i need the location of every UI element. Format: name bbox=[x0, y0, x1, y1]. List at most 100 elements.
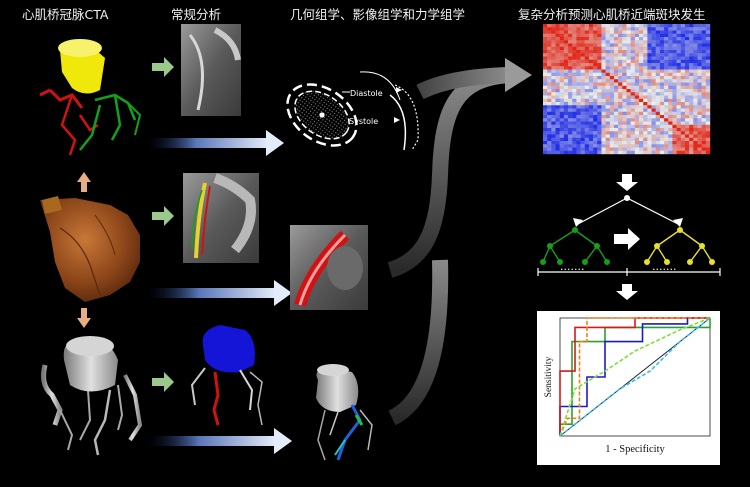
heatmap-cell bbox=[559, 144, 565, 148]
heatmap-cell bbox=[676, 95, 681, 99]
heatmap-cell bbox=[555, 124, 560, 129]
heatmap-cell bbox=[639, 144, 644, 148]
heatmap-cell bbox=[576, 121, 581, 125]
heatmap-cell bbox=[639, 102, 644, 106]
heatmap-cell bbox=[551, 89, 556, 93]
heatmap-cell bbox=[605, 46, 611, 51]
heatmap-cell bbox=[588, 131, 594, 135]
heatmap-cell bbox=[555, 43, 560, 47]
heatmap-cell bbox=[672, 131, 677, 135]
heatmap-cell bbox=[676, 46, 681, 51]
heatmap-cell bbox=[643, 43, 648, 47]
heatmap-cell bbox=[697, 37, 702, 41]
heatmap-cell bbox=[659, 46, 665, 51]
heatmap-cell bbox=[580, 137, 585, 142]
heatmap-cell bbox=[701, 40, 707, 44]
heatmap-cell bbox=[559, 33, 565, 38]
heatmap-cell bbox=[689, 59, 694, 64]
heatmap-cell bbox=[618, 141, 623, 145]
heatmap-cell bbox=[680, 92, 686, 96]
heatmap-cell bbox=[630, 121, 636, 125]
heatmap-cell bbox=[659, 63, 665, 67]
heatmap-cell bbox=[576, 108, 581, 112]
heatmap-cell bbox=[601, 137, 606, 142]
heatmap-cell bbox=[676, 27, 681, 31]
heatmap-cell bbox=[568, 124, 573, 129]
heatmap-cell bbox=[580, 89, 585, 93]
heatmap-cell bbox=[588, 50, 594, 54]
heatmap-cell bbox=[613, 147, 619, 151]
heatmap-cell bbox=[651, 24, 656, 28]
heatmap-cell bbox=[563, 118, 569, 122]
heatmap-cell bbox=[693, 134, 698, 138]
heatmap-cell bbox=[597, 131, 602, 135]
heatmap-cell bbox=[676, 111, 681, 116]
heatmap-cell bbox=[618, 79, 623, 83]
heatmap-cell bbox=[668, 150, 673, 155]
systole-label: Systole bbox=[349, 117, 378, 126]
heatmap-cell bbox=[568, 147, 573, 151]
heatmap-cell bbox=[605, 53, 611, 57]
heatmap-cell bbox=[659, 85, 665, 90]
heatmap-cell bbox=[655, 27, 661, 31]
heatmap-cell bbox=[593, 59, 598, 64]
heatmap-cell bbox=[630, 66, 636, 70]
heatmap-cell bbox=[568, 121, 573, 125]
heatmap-cell bbox=[655, 95, 661, 99]
heatmap-cell bbox=[613, 69, 619, 73]
heatmap-cell bbox=[672, 69, 677, 73]
heatmap-cell bbox=[655, 66, 661, 70]
heatmap-cell bbox=[593, 24, 598, 28]
heatmap-cell bbox=[563, 76, 569, 80]
heatmap-cell bbox=[651, 121, 656, 125]
heatmap-cell bbox=[672, 82, 677, 86]
heatmap-cell bbox=[568, 144, 573, 148]
heatmap-cell bbox=[563, 121, 569, 125]
heatmap-cell bbox=[584, 72, 590, 77]
heatmap-cell bbox=[601, 82, 606, 86]
ct-image-routine bbox=[181, 24, 241, 116]
heatmap-cell bbox=[680, 56, 686, 60]
heatmap-cell bbox=[618, 89, 623, 93]
heatmap-cell bbox=[701, 72, 707, 77]
heatmap-cell bbox=[613, 124, 619, 129]
roc-chart: 1 - Specificity Sensitivity bbox=[537, 311, 720, 465]
heatmap-cell bbox=[684, 92, 690, 96]
heatmap-cell bbox=[551, 144, 556, 148]
heatmap-cell bbox=[559, 76, 565, 80]
heatmap-cell bbox=[605, 134, 611, 138]
heatmap-cell bbox=[543, 134, 548, 138]
heatmap-cell bbox=[655, 79, 661, 83]
heatmap-cell bbox=[580, 63, 585, 67]
heatmap-cell bbox=[563, 98, 569, 103]
heatmap-cell bbox=[668, 128, 673, 132]
heatmap-cell bbox=[576, 69, 581, 73]
heatmap-cell bbox=[622, 85, 627, 90]
heatmap-cell bbox=[547, 53, 552, 57]
heatmap-cell bbox=[559, 137, 565, 142]
heatmap-cell bbox=[576, 134, 581, 138]
heatmap-cell bbox=[605, 33, 611, 38]
ct-image-segmented bbox=[290, 225, 368, 310]
heatmap-cell bbox=[555, 33, 560, 38]
heatmap-cell bbox=[572, 63, 577, 67]
heatmap-cell bbox=[609, 79, 615, 83]
heatmap-cell bbox=[672, 98, 677, 103]
heatmap-cell bbox=[597, 118, 602, 122]
heatmap-cell bbox=[705, 56, 711, 60]
heatmap-cell bbox=[568, 66, 573, 70]
heatmap-cell bbox=[689, 134, 694, 138]
heatmap-cell bbox=[684, 147, 690, 151]
heatmap-cell bbox=[601, 102, 606, 106]
heatmap-cell bbox=[664, 115, 669, 119]
heatmap-cell bbox=[547, 27, 552, 31]
heatmap-cell bbox=[601, 105, 606, 109]
heatmap-cell bbox=[684, 150, 690, 155]
heatmap-cell bbox=[647, 69, 652, 73]
heatmap-cell bbox=[684, 144, 690, 148]
heatmap-cell bbox=[634, 137, 640, 142]
heatmap-cell bbox=[655, 56, 661, 60]
heatmap-cell bbox=[651, 147, 656, 151]
heatmap-cell bbox=[705, 27, 711, 31]
heatmap-cell bbox=[601, 121, 606, 125]
